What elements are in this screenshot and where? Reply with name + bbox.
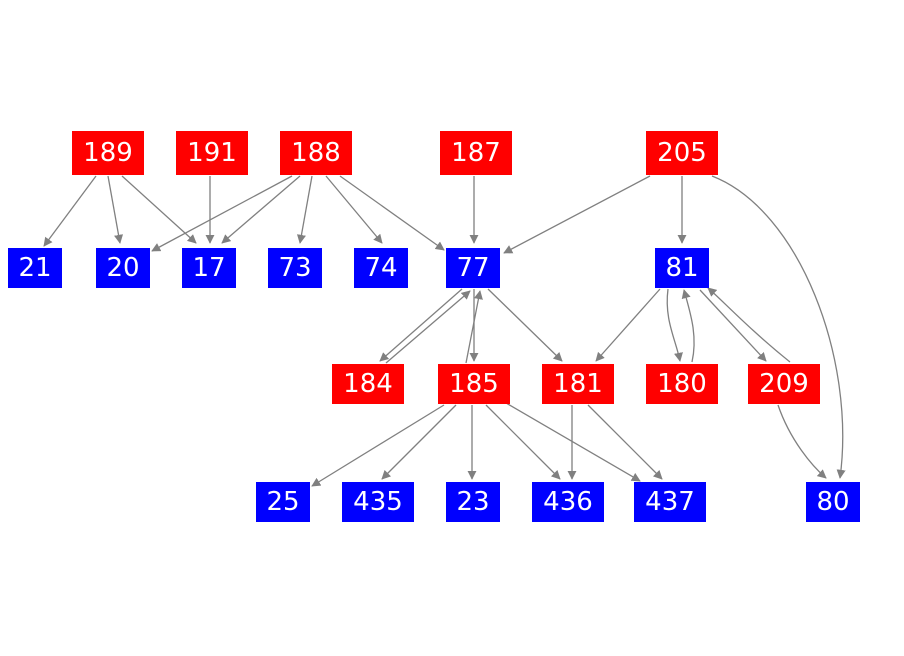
graph-node-20[interactable]: 20 bbox=[96, 248, 150, 288]
node-label: 17 bbox=[192, 253, 226, 283]
graph-node-437[interactable]: 437 bbox=[634, 482, 706, 522]
node-label: 185 bbox=[449, 369, 499, 399]
graph-node-180[interactable]: 180 bbox=[646, 364, 718, 404]
node-label: 187 bbox=[451, 138, 501, 168]
edge-205-to-77 bbox=[503, 175, 651, 254]
edge-77-to-181 bbox=[487, 288, 563, 362]
graph-node-80[interactable]: 80 bbox=[806, 482, 860, 522]
edge-209-to-80 bbox=[777, 404, 827, 479]
graph-node-188[interactable]: 188 bbox=[280, 131, 352, 175]
graph-node-181[interactable]: 181 bbox=[542, 364, 614, 404]
graph-node-185[interactable]: 185 bbox=[438, 364, 510, 404]
graph-node-436[interactable]: 436 bbox=[532, 482, 604, 522]
graph-node-187[interactable]: 187 bbox=[440, 131, 512, 175]
graph-node-435[interactable]: 435 bbox=[342, 482, 414, 522]
node-label: 184 bbox=[343, 369, 393, 399]
graph-node-25[interactable]: 25 bbox=[256, 482, 310, 522]
edge-189-to-20 bbox=[107, 175, 124, 244]
edge-185-to-436 bbox=[485, 404, 561, 480]
edge-188-to-74 bbox=[325, 175, 383, 244]
node-label: 77 bbox=[456, 253, 490, 283]
edge-181-to-437 bbox=[587, 404, 663, 480]
node-label: 180 bbox=[657, 369, 707, 399]
graph-node-73[interactable]: 73 bbox=[268, 248, 322, 288]
edge-188-to-20 bbox=[151, 175, 293, 252]
node-label: 181 bbox=[553, 369, 603, 399]
graph-node-209[interactable]: 209 bbox=[748, 364, 820, 404]
graph-node-184[interactable]: 184 bbox=[332, 364, 404, 404]
node-label: 436 bbox=[543, 487, 593, 517]
edge-188-to-17 bbox=[221, 175, 301, 244]
node-label: 73 bbox=[278, 253, 312, 283]
graph-node-189[interactable]: 189 bbox=[72, 131, 144, 175]
edge-77-to-184 bbox=[379, 288, 463, 362]
edge-180-to-81 bbox=[681, 289, 695, 363]
edge-81-to-180 bbox=[666, 288, 683, 362]
graph-node-23[interactable]: 23 bbox=[446, 482, 500, 522]
edge-184-to-77 bbox=[385, 290, 471, 364]
node-label: 74 bbox=[364, 253, 398, 283]
edge-185-to-77 bbox=[465, 290, 483, 364]
node-label: 81 bbox=[665, 253, 699, 283]
node-label: 23 bbox=[456, 487, 490, 517]
edge-185-to-25 bbox=[311, 404, 445, 487]
edge-188-to-77 bbox=[339, 175, 445, 251]
edge-81-to-209 bbox=[699, 289, 767, 362]
node-label: 21 bbox=[18, 253, 52, 283]
graph-node-74[interactable]: 74 bbox=[354, 248, 408, 288]
node-label: 437 bbox=[645, 487, 695, 517]
node-label: 188 bbox=[291, 138, 341, 168]
node-label: 205 bbox=[657, 138, 707, 168]
graph-node-81[interactable]: 81 bbox=[655, 248, 709, 288]
edge-205-to-80 bbox=[711, 175, 846, 479]
graph-node-17[interactable]: 17 bbox=[182, 248, 236, 288]
edge-209-to-81 bbox=[707, 287, 791, 363]
edge-185-to-437 bbox=[505, 402, 641, 482]
edge-188-to-73 bbox=[296, 175, 313, 244]
edge-189-to-17 bbox=[121, 175, 197, 244]
edge-189-to-21 bbox=[43, 175, 97, 247]
graph-node-205[interactable]: 205 bbox=[646, 131, 718, 175]
node-label: 435 bbox=[353, 487, 403, 517]
graph-node-21[interactable]: 21 bbox=[8, 248, 62, 288]
graph-node-191[interactable]: 191 bbox=[176, 131, 248, 175]
edges bbox=[43, 175, 846, 487]
node-label: 25 bbox=[266, 487, 300, 517]
edge-81-to-181 bbox=[595, 288, 661, 362]
node-label: 80 bbox=[816, 487, 850, 517]
node-label: 209 bbox=[759, 369, 809, 399]
node-label: 20 bbox=[106, 253, 140, 283]
graph-node-77[interactable]: 77 bbox=[446, 248, 500, 288]
edge-185-to-435 bbox=[381, 404, 457, 480]
node-label: 191 bbox=[187, 138, 237, 168]
node-label: 189 bbox=[83, 138, 133, 168]
